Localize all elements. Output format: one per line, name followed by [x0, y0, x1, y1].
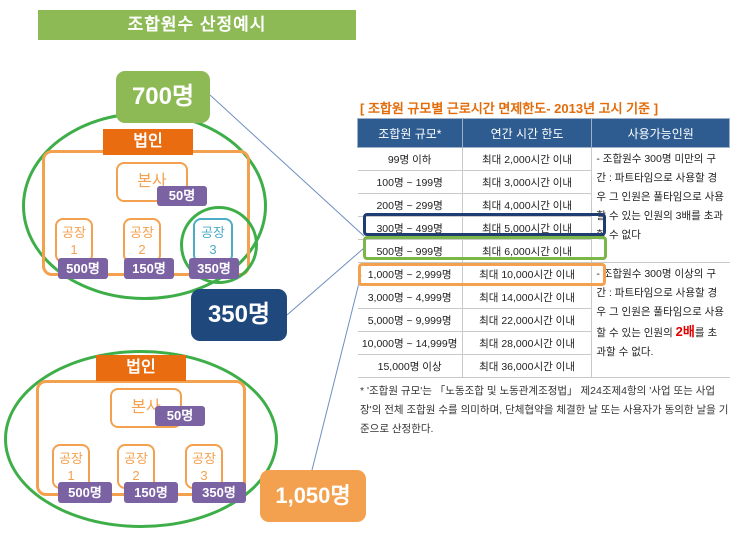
factory-name: 공장	[124, 451, 148, 466]
factory-name: 공장	[59, 451, 83, 466]
factory-count-1-3: 350명	[189, 258, 239, 279]
hq-label-1: 본사	[137, 173, 167, 190]
factory-name: 공장	[62, 225, 86, 240]
cell-limit: 최대 22,000시간 이내	[462, 308, 593, 332]
factory-num: 1	[67, 468, 75, 483]
table-header-row: 조합원 규모* 연간 시간 한도 사용가능인원	[357, 118, 730, 148]
hq-count-1: 50명	[157, 186, 207, 206]
note2-emphasis: 2배	[675, 324, 695, 339]
header-available: 사용가능인원	[591, 118, 730, 148]
cell-limit: 최대 3,000시간 이내	[462, 170, 593, 194]
note2-pre: - 조합원수 300명 이상의 구간 : 파트타임으로 사용할 경우 그 인원은…	[596, 268, 724, 339]
highlight-500-999	[363, 236, 607, 260]
corp-label-2: 법인	[96, 355, 186, 381]
factory-num: 3	[209, 242, 217, 257]
hq-count-2: 50명	[155, 406, 205, 426]
factory-num: 2	[138, 242, 146, 257]
factory-box-2-1: 공장 1	[52, 444, 90, 489]
factory3-ellipse-1	[180, 206, 258, 284]
factory-name: 공장	[192, 451, 216, 466]
cell-size: 5,000명 ~ 9,999명	[357, 308, 463, 332]
factory-box-2-3: 공장 3	[185, 444, 223, 489]
note2-post: 를 초과할 수 없다.	[596, 327, 718, 358]
note-over-300: - 조합원수 300명 이상의 구간 : 파트타임으로 사용할 경우 그 인원은…	[591, 262, 730, 378]
group-ellipse-2	[4, 350, 278, 528]
connector-700	[209, 94, 365, 237]
cell-limit: 최대 10,000시간 이내	[462, 262, 593, 286]
factory-name: 공장	[201, 225, 225, 240]
factory-box-1-1: 공장 1	[55, 218, 93, 263]
factory-name: 공장	[130, 225, 154, 240]
cell-size: 200명 ~ 299명	[357, 193, 463, 217]
connector-1050	[311, 274, 362, 471]
factory-count-2-3: 350명	[192, 482, 246, 503]
footnote: * '조합원 규모'는 「노동조합 및 노동관계조정법」 제24조제4항의 '사…	[360, 385, 729, 435]
factory-count-1-2: 150명	[124, 258, 174, 279]
hq-label-2: 본사	[131, 399, 161, 416]
cell-size: 15,000명 이상	[357, 354, 463, 378]
cell-limit: 최대 2,000시간 이내	[462, 147, 593, 171]
badge-700: 700명	[116, 71, 210, 123]
cell-size: 3,000명 ~ 4,999명	[357, 285, 463, 309]
cell-size: 10,000명 ~ 14,999명	[357, 331, 463, 355]
highlight-300-499	[363, 213, 606, 236]
factory-box-1-2: 공장 2	[123, 218, 161, 263]
table-title: [ 조합원 규모별 근로시간 면제한도- 2013년 고시 기준 ]	[360, 101, 659, 116]
factory-count-2-2: 150명	[124, 482, 178, 503]
factory-box-1-3: 공장 3	[193, 218, 233, 263]
factory-num: 3	[200, 468, 208, 483]
header-union-size: 조합원 규모*	[357, 118, 463, 148]
factory-count-1-1: 500명	[58, 258, 108, 279]
corp-label-1: 법인	[103, 129, 193, 155]
cell-limit: 최대 4,000시간 이내	[462, 193, 593, 217]
note-under-300: - 조합원수 300명 미만의 구간 : 파트타임으로 사용할 경우 그 인원은…	[591, 147, 730, 263]
factory-count-2-1: 500명	[58, 482, 112, 503]
factory-box-2-2: 공장 2	[117, 444, 155, 489]
cell-size: 100명 ~ 199명	[357, 170, 463, 194]
cell-limit: 최대 36,000시간 이내	[462, 354, 593, 378]
connector-350	[286, 247, 365, 316]
header-annual-limit: 연간 시간 한도	[461, 118, 593, 148]
badge-1050: 1,050명	[260, 470, 366, 522]
cell-size: 99명 이하	[357, 147, 463, 171]
factory-num: 1	[70, 242, 78, 257]
factory-num: 2	[132, 468, 140, 483]
cell-limit: 최대 14,000시간 이내	[462, 285, 593, 309]
cell-limit: 최대 28,000시간 이내	[462, 331, 593, 355]
badge-350: 350명	[191, 289, 287, 341]
highlight-1000-2999	[358, 263, 606, 286]
page-title: 조합원수 산정예시	[38, 10, 356, 40]
